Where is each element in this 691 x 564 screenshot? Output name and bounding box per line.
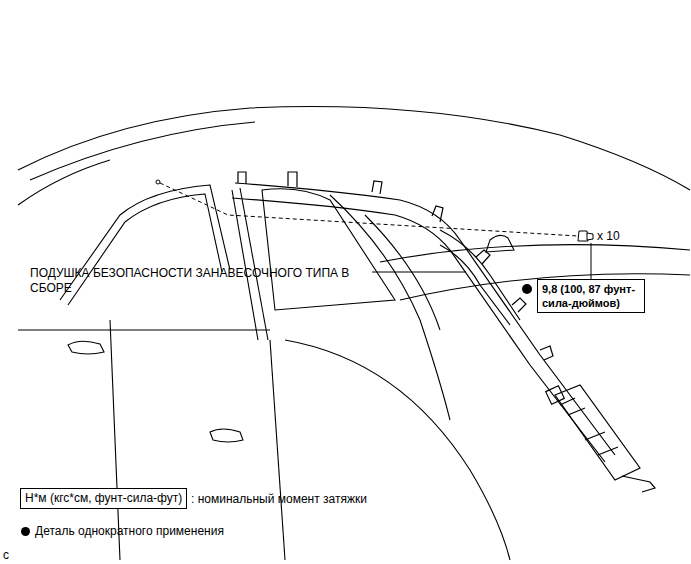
node-text: Н*м (кгс*см, фунт-сила-фут) xyxy=(25,491,182,506)
unit-box: Н*м (кгс*см, фунт-сила-фут) xyxy=(20,488,187,509)
part-name: ПОДУШКА БЕЗОПАСНОСТИ ЗАНАВЕСОЧНОГО ТИПА … xyxy=(30,266,370,296)
one-time-use-dot xyxy=(21,527,30,536)
node-text: 9,8 (100, 87 фунт-сила-дюймов) xyxy=(542,282,640,310)
torque-box: 9,8 (100, 87 фунт-сила-дюймов) xyxy=(537,279,645,313)
legend-description: : номинальный момент затяжки xyxy=(191,492,367,506)
quantity-label: x 10 xyxy=(597,229,620,243)
legend-text: Деталь однократного применения xyxy=(35,524,224,538)
figure-mark: c xyxy=(3,548,9,562)
